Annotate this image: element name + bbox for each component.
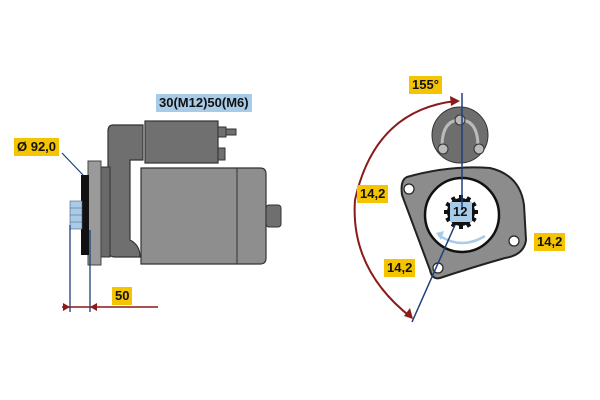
flange-seal [81, 175, 89, 255]
flange-distance-label: 50 [112, 287, 133, 305]
motor-body [140, 167, 267, 265]
solenoid [144, 120, 219, 164]
terminal-thread-label: 30(M12)50(M6) [156, 94, 252, 112]
mount-hole-right [508, 235, 520, 247]
angle-label: 155° [409, 76, 442, 94]
pinion-teeth-label: 12 [453, 204, 468, 219]
starter-front-view [353, 93, 528, 323]
rear-bushing [265, 204, 282, 228]
bottom-hole-label: 14,2 [384, 259, 416, 277]
right-hole-label: 14,2 [534, 233, 566, 251]
mount-hole-left [403, 183, 415, 195]
starter-side-view [61, 120, 282, 312]
diameter-label: Ø 92,0 [14, 138, 60, 156]
left-hole-label: 14,2 [357, 185, 389, 203]
pinion-gear [444, 195, 478, 229]
